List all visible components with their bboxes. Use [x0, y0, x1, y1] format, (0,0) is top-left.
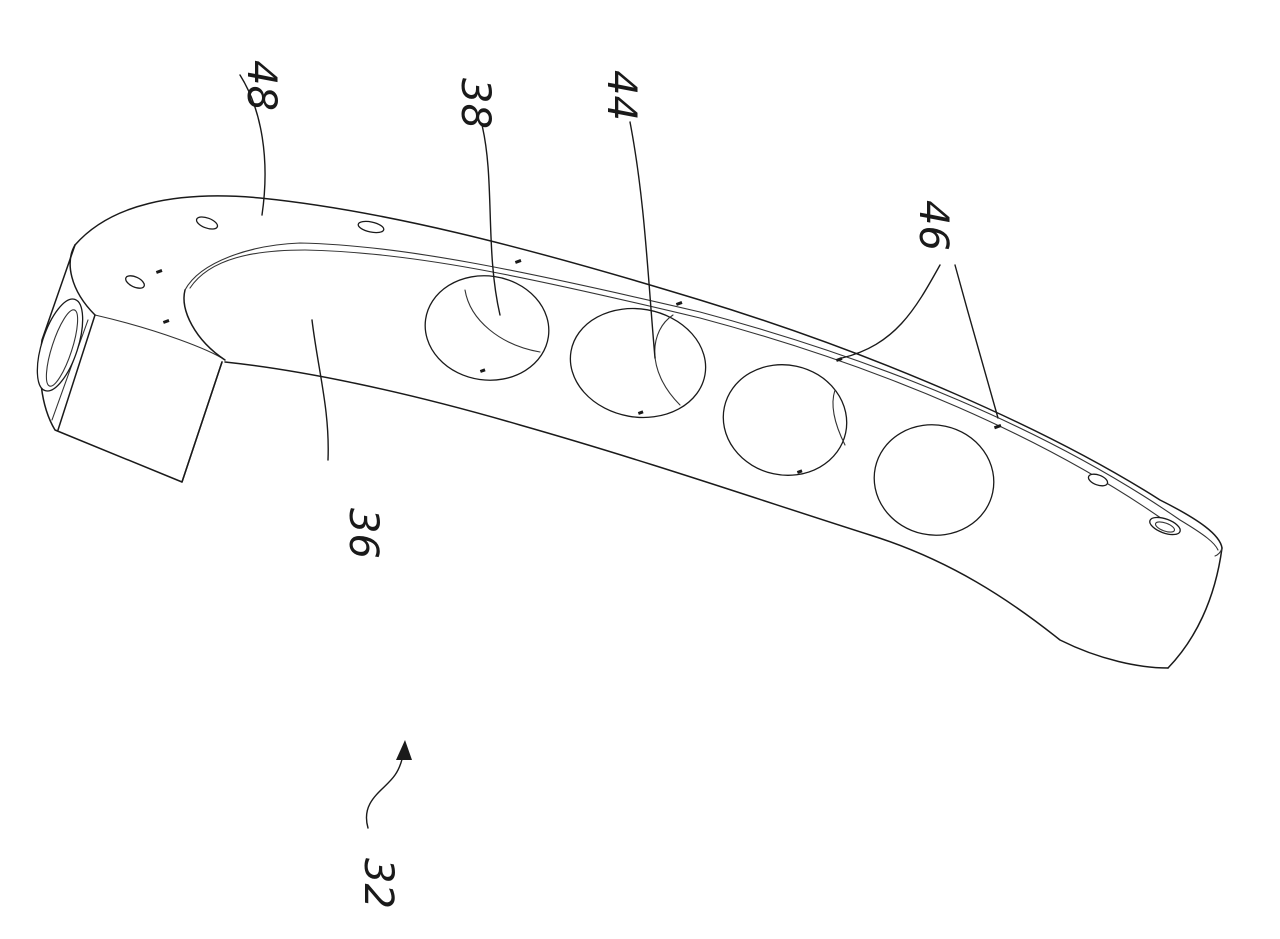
top-hole-4	[1087, 473, 1109, 487]
bar-top-edge	[74, 195, 1223, 549]
mark-2	[162, 319, 170, 324]
bar-right-end	[1167, 547, 1223, 669]
bar-right-end-corner	[1214, 547, 1223, 557]
top-hole-3	[357, 220, 385, 234]
mark-9	[796, 469, 803, 474]
arrowhead-32	[396, 740, 412, 760]
leader-46a	[841, 264, 941, 359]
top-hole-5-inner	[1154, 521, 1176, 533]
top-hole-2	[195, 216, 219, 230]
mark-4	[675, 301, 683, 306]
leader-38	[481, 124, 501, 316]
leader-44	[629, 121, 656, 359]
leader-lines	[239, 74, 999, 829]
label-38: 38	[452, 78, 498, 129]
side-hole-3	[722, 364, 848, 476]
block-side-line	[51, 319, 89, 421]
block-right-edge	[181, 361, 223, 483]
mark-7	[479, 368, 486, 373]
block-bore	[36, 298, 84, 392]
top-face-holes	[125, 216, 1181, 536]
leader-46b	[954, 264, 999, 419]
mark-1	[155, 269, 163, 274]
label-46: 46	[910, 200, 956, 251]
mark-5	[835, 357, 843, 362]
side-hole-3-inner	[832, 389, 846, 446]
mark-8	[637, 410, 644, 415]
label-48: 48	[238, 60, 284, 111]
label-32: 32	[355, 858, 401, 909]
fastener-marks	[155, 259, 1002, 474]
side-hole-2	[569, 307, 707, 419]
side-holes	[424, 275, 995, 536]
bar-top-rim-inner	[189, 249, 1176, 529]
leader-48	[239, 74, 266, 216]
end-block	[36, 244, 223, 483]
curved-bar	[69, 195, 1223, 669]
bar-bottom-edge	[224, 361, 1169, 669]
mark-3	[514, 259, 522, 264]
block-bore-inner	[45, 309, 79, 387]
leader-36	[311, 319, 329, 461]
label-36: 36	[340, 508, 386, 559]
label-44: 44	[598, 70, 644, 121]
bar-hook-inner	[183, 289, 226, 361]
mark-6	[993, 424, 1002, 430]
side-hole-4	[873, 424, 995, 536]
side-hole-1-inner	[464, 289, 541, 353]
reference-labels: 48 38 44 46 36 32	[238, 60, 956, 909]
block-front-edge	[57, 314, 96, 431]
top-hole-1	[125, 275, 145, 289]
